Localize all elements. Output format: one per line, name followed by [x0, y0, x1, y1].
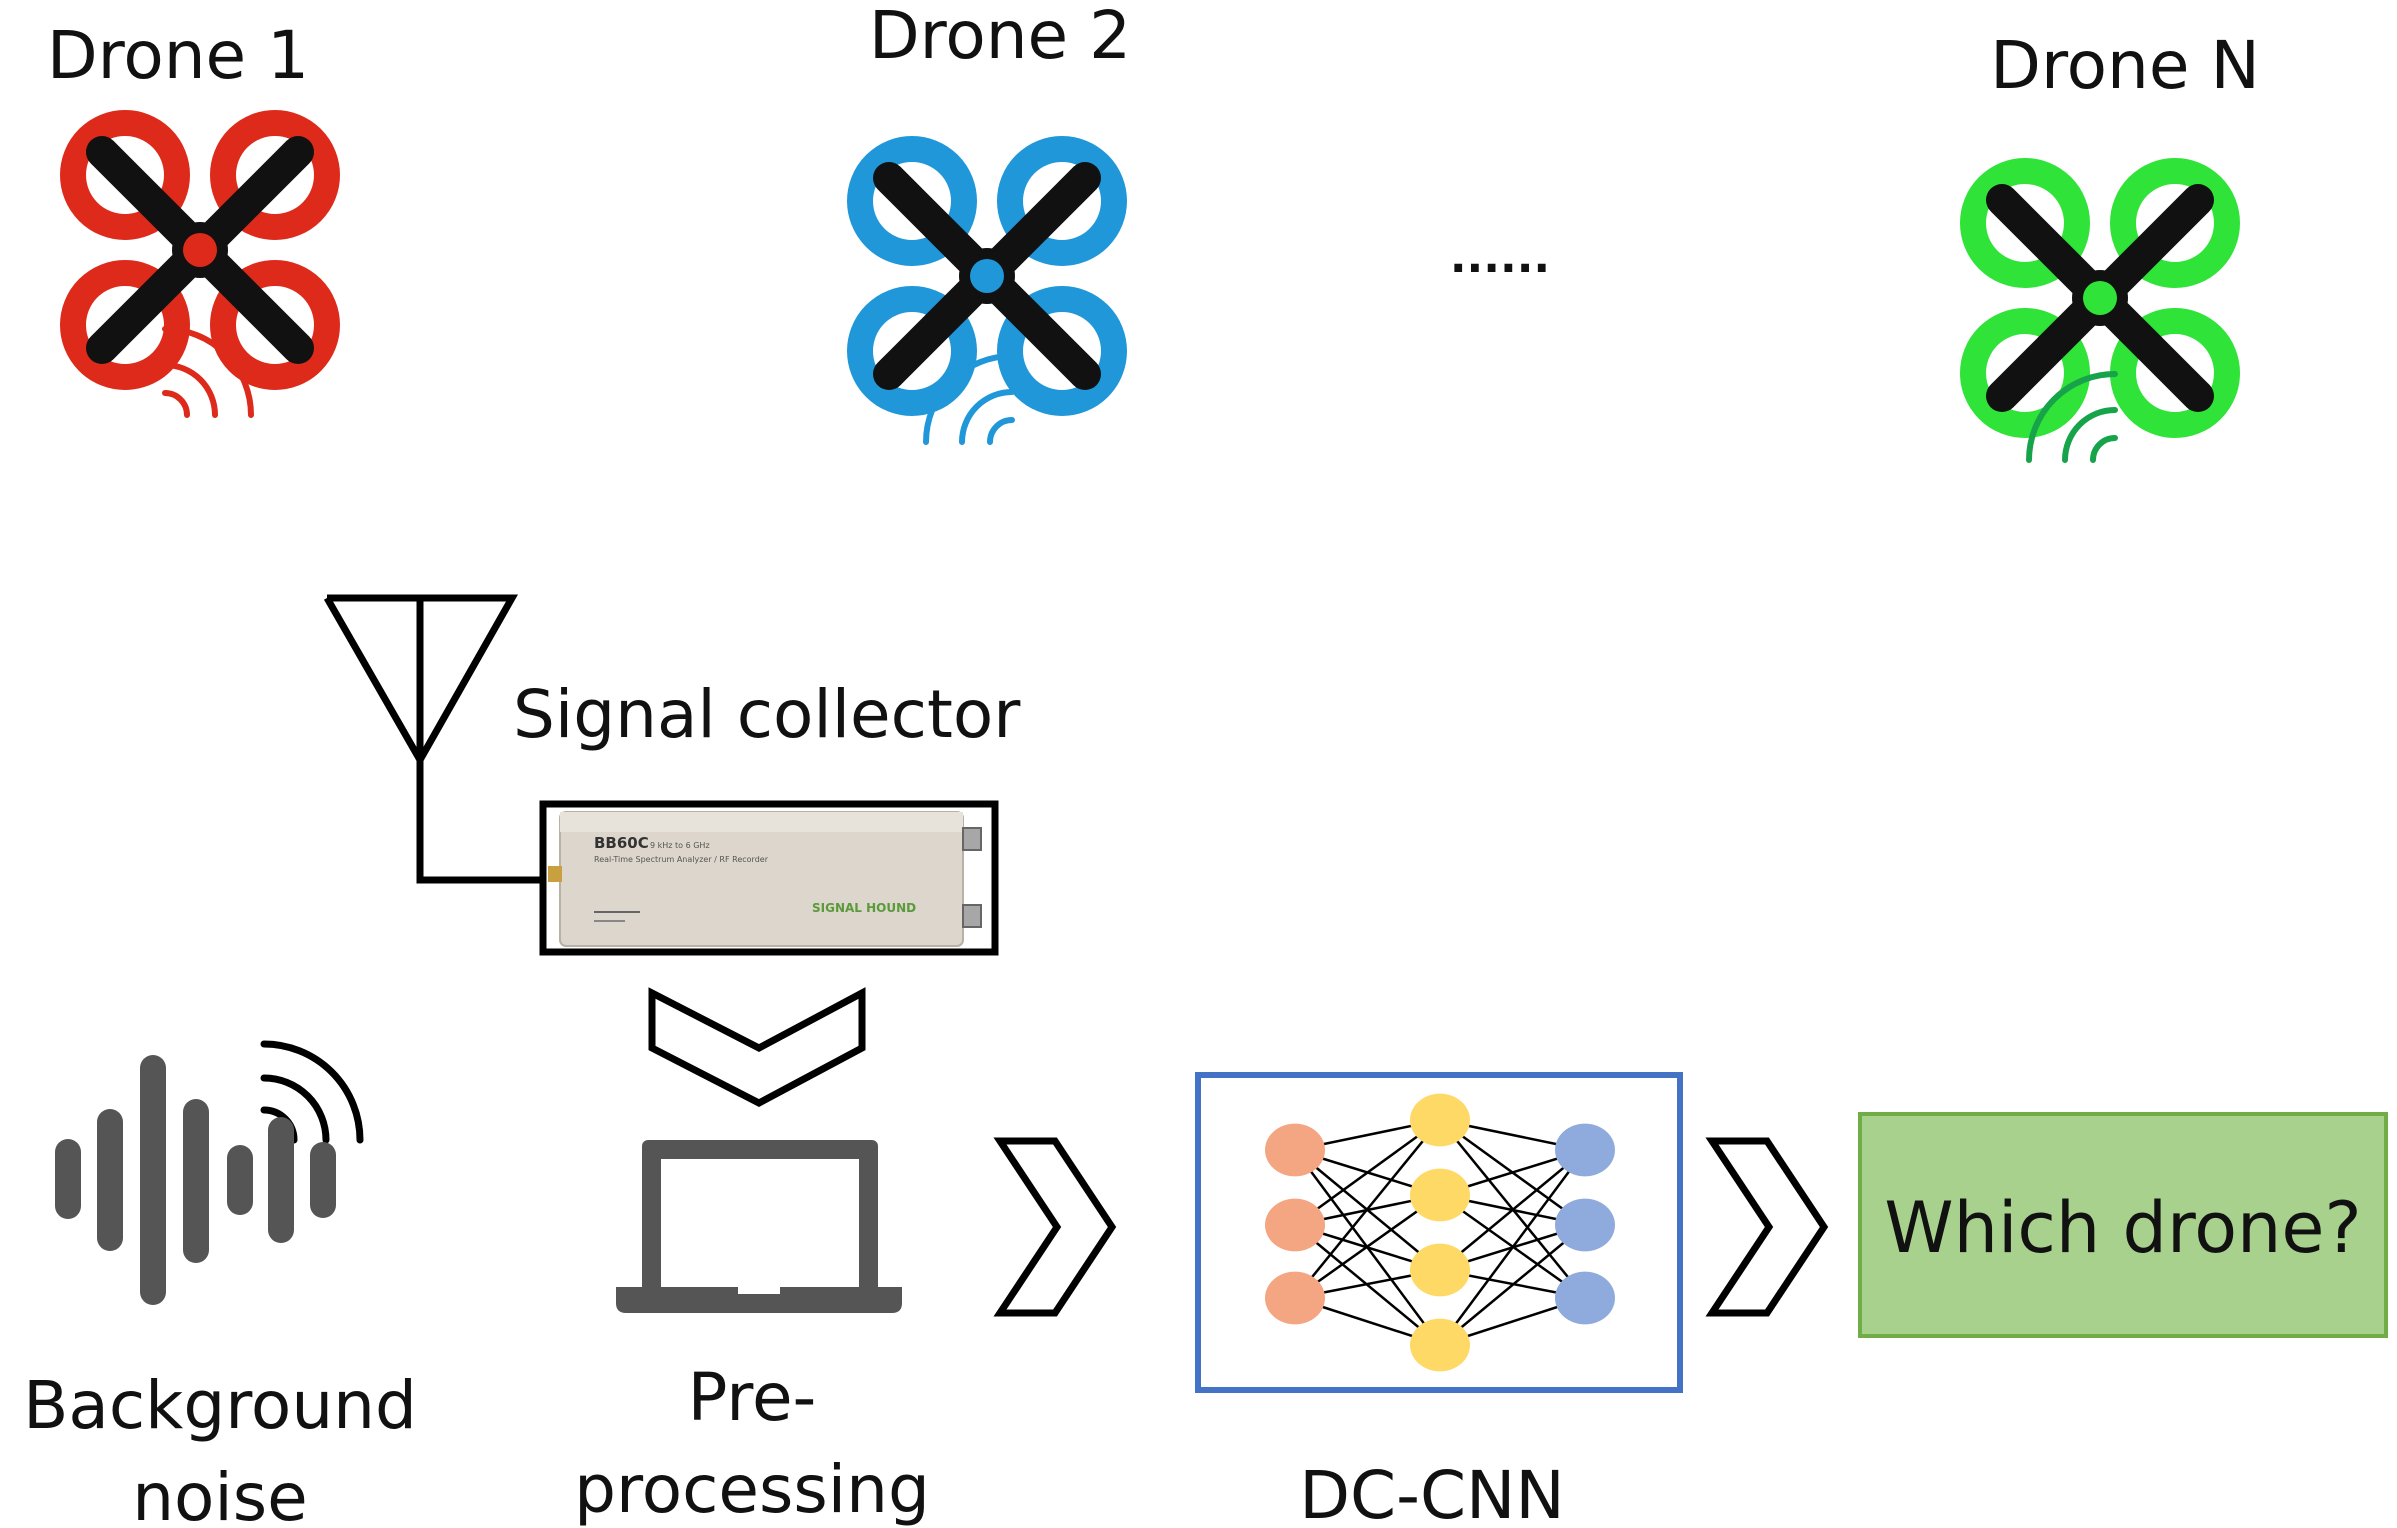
nn-hidden-node [1410, 1093, 1470, 1147]
laptop-icon [616, 1140, 902, 1313]
nn-hidden-node [1410, 1243, 1470, 1297]
drone-1-icon [60, 110, 340, 390]
pre-processing-label-line-2: processing [574, 1451, 930, 1528]
nn-connection [1439, 1224, 1586, 1346]
drone-n-icon [1960, 158, 2240, 438]
device-brand-logo: SIGNAL HOUND [812, 901, 916, 915]
right-chevron-arrow-2 [1705, 1137, 1829, 1317]
drone-1-signal-icon [162, 325, 255, 418]
drone-1-label: Drone 1 [47, 17, 309, 94]
device-subtitle-1: 9 kHz to 6 GHz [650, 841, 710, 850]
nn-connection [1439, 1149, 1586, 1271]
nn-output-node [1555, 1271, 1615, 1325]
background-noise-label-line-2: noise [132, 1459, 308, 1528]
sound-wave-icon [55, 1055, 336, 1305]
drone-ellipsis: ...... [1450, 232, 1550, 283]
nn-input-node [1265, 1123, 1325, 1177]
right-chevron-arrow-1 [993, 1137, 1117, 1317]
result-box [1858, 1112, 2388, 1338]
drone-n-label: Drone N [1990, 27, 2260, 104]
pre-processing-label-line-1: Pre- [688, 1359, 817, 1436]
antenna-icon [323, 594, 545, 884]
drone-2-label: Drone 2 [869, 0, 1131, 74]
result-label: Which drone? [1884, 1187, 2361, 1269]
nn-connection [1294, 1193, 1441, 1300]
device-model-text: BB60C [594, 834, 649, 852]
nn-connection [1294, 1118, 1441, 1227]
nn-connection [1294, 1119, 1441, 1299]
spectrum-analyzer-device: BB60C 9 kHz to 6 GHz Real-Time Spectrum … [539, 800, 999, 956]
background-noise-label-line-1: Background [23, 1367, 417, 1444]
nn-input-node [1265, 1198, 1325, 1252]
drone-2-icon [847, 136, 1127, 416]
device-subtitle-2: Real-Time Spectrum Analyzer / RF Recorde… [594, 855, 769, 864]
dc-cnn-label: DC-CNN [1299, 1457, 1565, 1528]
nn-hidden-node [1410, 1318, 1470, 1372]
nn-hidden-node [1410, 1168, 1470, 1222]
down-chevron-arrow [648, 987, 866, 1107]
nn-output-node [1555, 1198, 1615, 1252]
nn-input-node [1265, 1271, 1325, 1325]
nn-output-node [1555, 1123, 1615, 1177]
signal-collector-label: Signal collector [513, 676, 1021, 753]
neural-network-icon [1265, 1093, 1615, 1372]
nn-connection [1438, 1149, 1587, 1346]
